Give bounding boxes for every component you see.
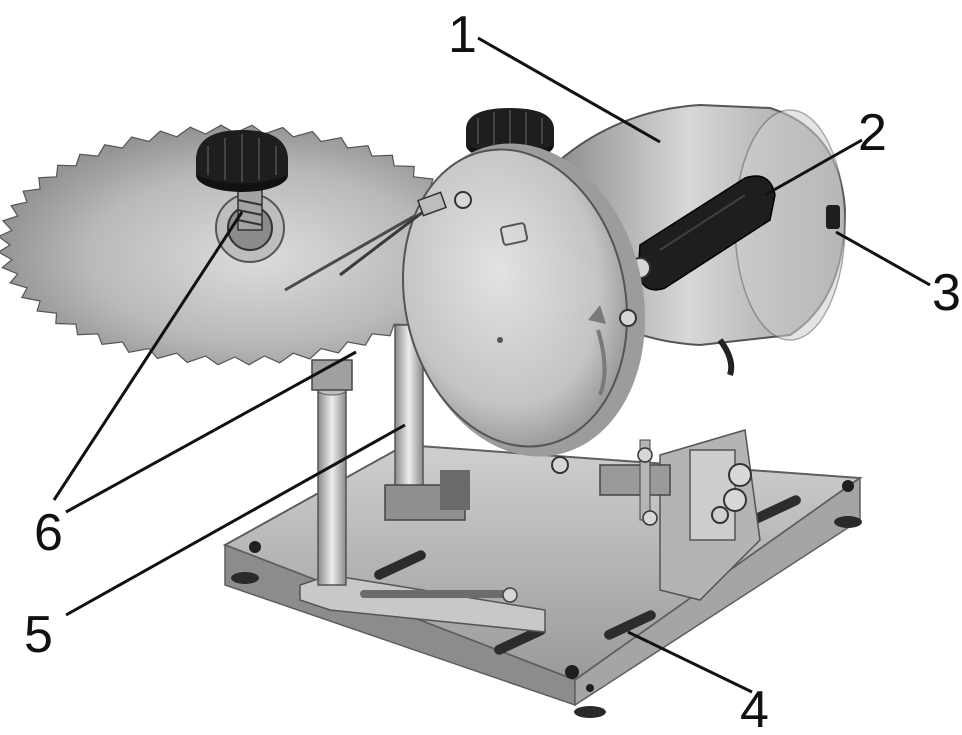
mounting-holes [249,480,854,692]
callout-4: 4 [740,681,769,735]
leader-5 [65,423,406,617]
leader-2 [764,138,863,197]
angle-arm [299,574,546,633]
switch-icon[interactable] [826,205,840,229]
blade-knob[interactable] [196,130,288,192]
callout-6: 6 [34,504,63,562]
rubber-feet [231,516,862,718]
wheel-guard [401,143,646,474]
leader-1 [477,36,661,144]
callouts: 1 2 3 4 5 6 [24,6,961,735]
leader-6a [52,211,244,501]
leader-6b [65,350,357,514]
callout-3: 3 [932,264,961,322]
callout-2: 2 [858,104,887,162]
callout-1: 1 [448,6,477,64]
leader-3 [835,230,931,287]
clamp-bracket [599,429,761,601]
saw-blade [0,124,473,366]
leader-4 [627,630,753,694]
callout-5: 5 [24,606,53,664]
deflector-rod [339,191,447,277]
base-slots [374,495,801,655]
